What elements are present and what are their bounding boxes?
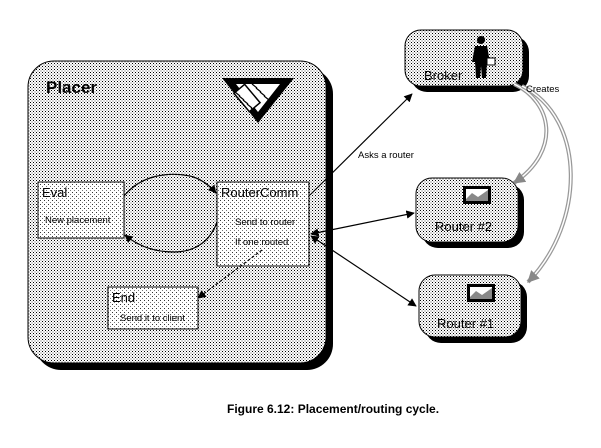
eval-to-routercomm-arrow [123,173,217,197]
creates-router1-arrow-edge [521,85,572,283]
routercomm-box [216,181,310,267]
ask-router-arrow [309,93,413,196]
router1-label: Router #1 [437,316,494,331]
router2-label: Router #2 [435,219,492,234]
routercomm-line2: If one routed [235,237,288,248]
broker-node: Broker [404,29,529,92]
figure-caption: Figure 6.12: Placement/routing cycle. [227,402,439,416]
placer-container: Placer Eval New placement [27,60,333,370]
routercomm-title: RouterComm [221,185,298,200]
eval-text: New placement [45,215,111,226]
router2-link-arrow [310,210,415,237]
monitor-icon [463,186,491,204]
person-icon [472,36,496,78]
chip-icon [222,78,294,123]
router1-link-arrow [310,235,417,307]
end-box [107,286,199,330]
ask-router-label: Asks a router [358,150,414,161]
eval-box [37,181,125,239]
creates-router1-arrow [521,84,573,284]
routercomm-state: RouterComm Send to router If one routed [216,181,310,267]
end-title: End [112,290,135,305]
router2-node: Router #2 [415,177,524,248]
router1-body [418,274,522,338]
routercomm-line1: Send to router [235,217,295,228]
creates-label: Creates [526,84,560,95]
placer-title: Placer [46,78,97,97]
creates-router2-arrow-edge [513,83,548,184]
end-text: Send it to client [120,313,185,324]
eval-title: Eval [42,185,67,200]
monitor-icon [467,284,495,302]
eval-state: Eval New placement [37,181,125,239]
routercomm-to-eval-arrow [124,221,218,253]
broker-label: Broker [424,68,463,83]
end-state: End Send it to client [107,286,199,330]
router2-body [415,177,519,243]
router1-node: Router #1 [418,274,527,343]
broker-body [404,29,524,87]
routercomm-to-end-arrow [197,249,263,299]
